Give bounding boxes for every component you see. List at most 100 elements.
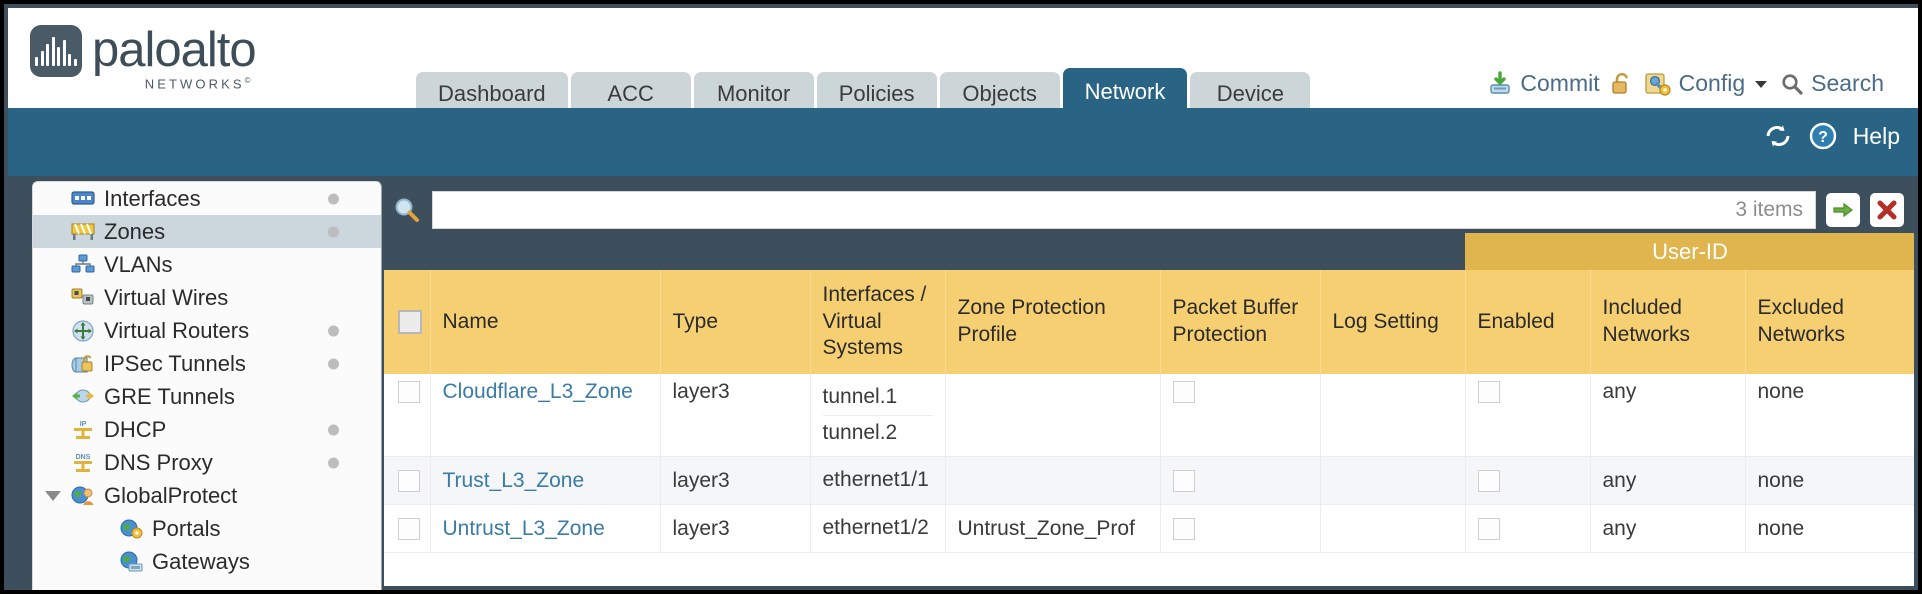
sidebar-item-label: GRE Tunnels <box>104 383 235 409</box>
userid-enabled-checkbox[interactable] <box>1477 469 1500 492</box>
sidebar-item-virtual-wires[interactable]: Virtual Wires <box>33 281 381 314</box>
ipsec-tunnels-icon <box>71 353 95 375</box>
row-select-cell <box>384 374 431 457</box>
cell-log-setting <box>1320 504 1466 553</box>
apply-filter-button[interactable] <box>1826 193 1860 227</box>
blue-toolbar: ? Help <box>8 108 1918 176</box>
userid-enabled-checkbox[interactable] <box>1477 381 1500 404</box>
column-header-packet-buffer-protection[interactable]: Packet Buffer Protection <box>1160 270 1321 374</box>
row-select-checkbox[interactable] <box>398 381 420 404</box>
userid-enabled-checkbox[interactable] <box>1477 517 1500 540</box>
packet-buffer-protection-checkbox[interactable] <box>1172 469 1195 492</box>
cell-zone-protection-profile <box>945 456 1161 505</box>
sidebar-item-label: IPSec Tunnels <box>104 350 246 376</box>
brand-logo[interactable]: paloalto NETWORKS© <box>30 25 257 91</box>
blue-toolbar-actions: ? Help <box>1763 122 1900 150</box>
gre-tunnels-icon <box>71 386 95 408</box>
cell-included-networks: any <box>1590 504 1746 553</box>
paloalto-logo-mark <box>30 25 82 77</box>
commit-icon <box>1487 70 1513 97</box>
magnifier-icon <box>1780 72 1804 96</box>
clear-filter-button[interactable] <box>1870 193 1904 227</box>
tab-label: ACC <box>607 81 654 106</box>
virtual-wires-icon <box>71 287 95 309</box>
cell-userid-enabled <box>1465 456 1591 505</box>
packet-buffer-protection-checkbox[interactable] <box>1172 381 1195 404</box>
column-header-zone-protection-profile[interactable]: Zone Protection Profile <box>945 270 1161 374</box>
packet-buffer-protection-checkbox[interactable] <box>1172 517 1195 540</box>
row-select-checkbox[interactable] <box>398 469 420 492</box>
sidebar-item-zones[interactable]: Zones <box>33 215 381 248</box>
sidebar-item-label: GlobalProtect <box>104 482 238 508</box>
zones-icon <box>71 221 95 243</box>
cell-packet-buffer-protection <box>1160 374 1321 457</box>
row-select-checkbox[interactable] <box>398 517 420 540</box>
cell-name: Cloudflare_L3_Zone <box>430 374 661 457</box>
sidebar-item-virtual-routers[interactable]: Virtual Routers <box>33 314 381 347</box>
sidebar-item-vlans[interactable]: VLANs <box>33 248 381 281</box>
tab-label: Monitor <box>716 81 791 106</box>
unlock-icon <box>1610 71 1634 97</box>
sidebar-item-ipsec-tunnels[interactable]: IPSec Tunnels <box>33 347 381 380</box>
items-count: 3 items <box>1735 198 1803 221</box>
chevron-down-icon[interactable] <box>45 490 61 501</box>
cell-userid-enabled <box>1465 504 1591 553</box>
config-menu[interactable]: Config <box>1644 70 1770 97</box>
sidebar-item-label: VLANs <box>104 251 173 277</box>
cell-interfaces: ethernet1/2 <box>810 504 946 553</box>
portals-icon <box>119 518 143 540</box>
column-header-log-setting[interactable]: Log Setting <box>1320 270 1466 374</box>
refresh-icon[interactable] <box>1763 123 1793 149</box>
help-icon[interactable]: ? <box>1809 122 1837 150</box>
zone-name-link[interactable]: Untrust_L3_Zone <box>442 516 605 540</box>
column-header-interfaces-virtual-systems[interactable]: Interfaces / Virtual Systems <box>810 270 946 374</box>
brand-subtitle: NETWORKS© <box>92 76 256 91</box>
search-icon[interactable] <box>392 195 422 225</box>
row-select-cell <box>384 504 431 553</box>
zone-name-link[interactable]: Trust_L3_Zone <box>442 468 585 492</box>
logo-bars-icon <box>35 36 77 66</box>
filter-input[interactable] <box>433 192 1736 228</box>
cell-packet-buffer-protection <box>1160 504 1321 553</box>
column-header-included-networks[interactable]: Included Networks <box>1590 270 1746 374</box>
sidebar-item-status-dot <box>328 226 339 237</box>
sidebar-item-gateways[interactable]: Gateways <box>33 545 381 578</box>
group-header-spacer <box>384 233 1465 270</box>
svg-text:?: ? <box>1818 129 1828 146</box>
commit-button[interactable]: Commit <box>1487 70 1600 97</box>
help-label[interactable]: Help <box>1852 122 1900 149</box>
cell-userid-enabled <box>1465 374 1591 457</box>
column-header-type[interactable]: Type <box>660 270 811 374</box>
svg-text:IP: IP <box>80 421 87 428</box>
sidebar-item-interfaces[interactable]: Interfaces <box>33 182 381 215</box>
cell-name: Trust_L3_Zone <box>430 456 661 505</box>
cell-name: Untrust_L3_Zone <box>430 504 661 553</box>
search-label: Search <box>1811 70 1884 96</box>
sidebar-item-portals[interactable]: Portals <box>33 512 381 545</box>
lock-button[interactable] <box>1610 71 1634 97</box>
select-all-checkbox[interactable] <box>398 310 422 335</box>
column-header-name[interactable]: Name <box>430 270 661 374</box>
zone-name-link[interactable]: Cloudflare_L3_Zone <box>442 380 633 403</box>
sidebar-item-globalprotect[interactable]: GlobalProtect <box>33 479 381 512</box>
config-wrench-icon <box>1644 71 1672 97</box>
search-button[interactable]: Search <box>1780 70 1884 97</box>
sidebar-item-status-dot <box>328 457 339 468</box>
dhcp-icon: IP <box>71 419 95 441</box>
column-header-excluded-networks[interactable]: Excluded Networks <box>1745 270 1914 374</box>
commit-label: Commit <box>1520 70 1600 96</box>
cell-included-networks: any <box>1590 374 1746 457</box>
tab-label: Device <box>1216 81 1284 106</box>
column-header-enabled[interactable]: Enabled <box>1465 270 1591 374</box>
sidebar-item-gre-tunnels[interactable]: GRE Tunnels <box>33 380 381 413</box>
group-header-user-id: User-ID <box>1465 233 1914 270</box>
interface-entry: ethernet1/1 <box>822 468 929 491</box>
